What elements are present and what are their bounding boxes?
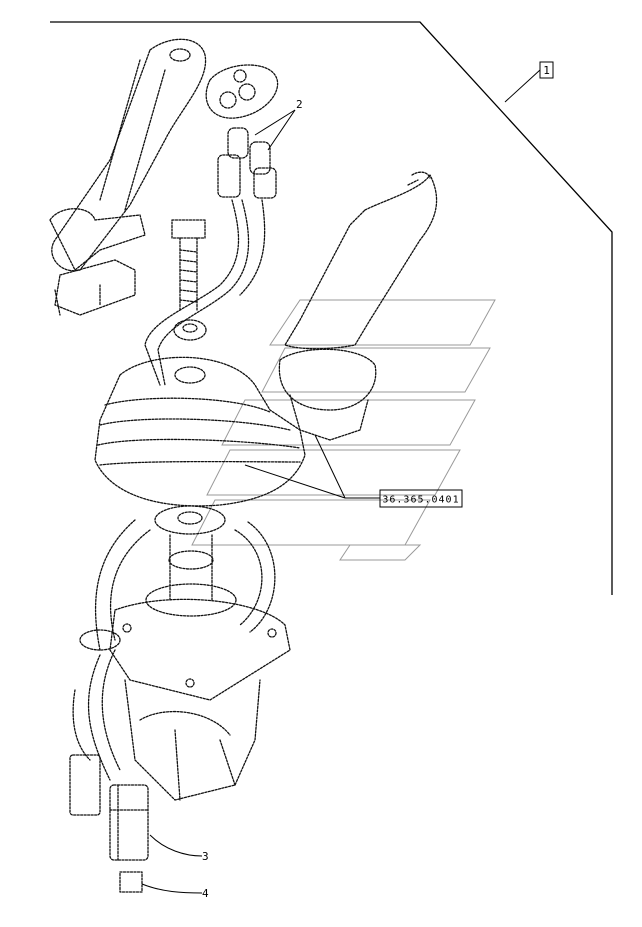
rubber-boot (94, 356, 306, 507)
callout-4: 4 (141, 883, 209, 900)
wire-harness (69, 649, 149, 893)
part-reference-callout: 36.365.0401 (244, 434, 463, 508)
assembly-bracket-line (50, 21, 613, 595)
callout-2: 2 (254, 98, 303, 151)
bolt-and-nut (171, 219, 207, 341)
clamp-bracket (49, 38, 207, 316)
gimbal-assembly (79, 505, 276, 651)
callout-3: 3 (149, 834, 209, 863)
assembly-callout-box (539, 61, 554, 79)
callout-3-label: 3 (202, 850, 209, 863)
assembly-callout-leader (504, 69, 541, 103)
joystick-grip (278, 171, 438, 441)
watermark-logo (191, 299, 496, 561)
callout-4-label: 4 (202, 887, 209, 900)
part-reference-label: 36.365.0401 (382, 495, 459, 506)
mounting-base (109, 598, 291, 801)
grommet-plate (205, 64, 279, 119)
assembly-callout-label: 1 (543, 64, 550, 77)
push-button-switches (144, 127, 277, 386)
callout-2-label: 2 (296, 98, 303, 111)
part-reference-box (379, 489, 463, 508)
